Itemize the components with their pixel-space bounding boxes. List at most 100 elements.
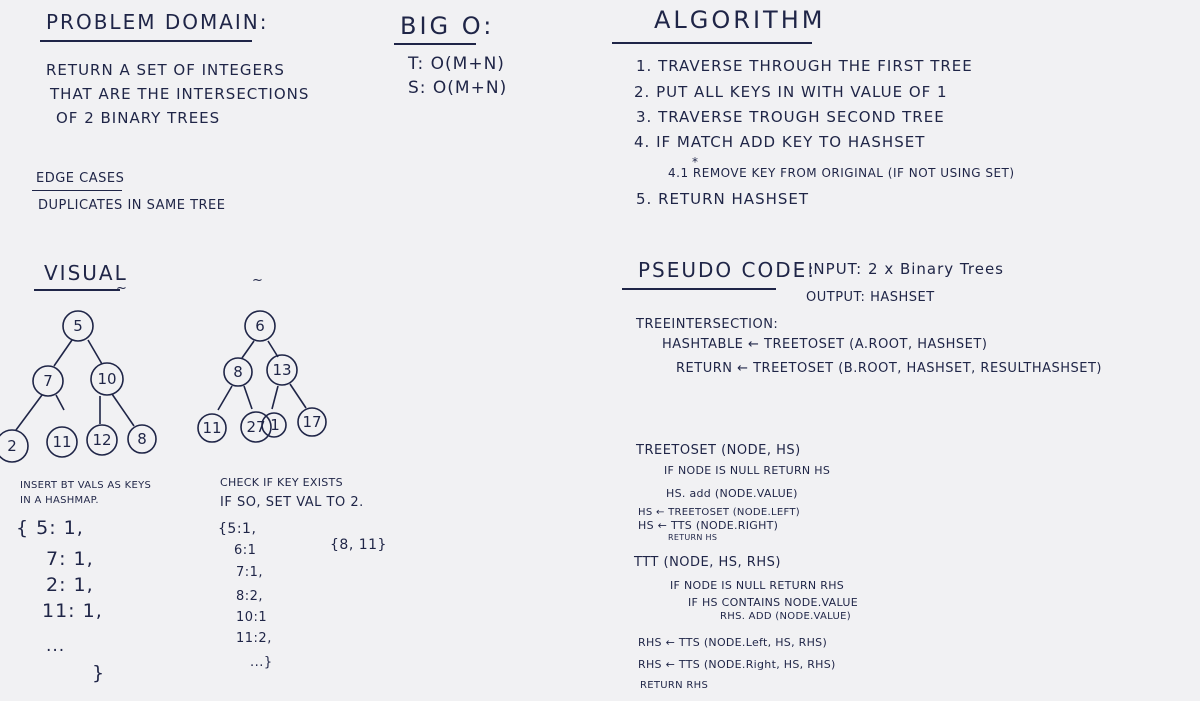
algorithm-heading: ALGORITHM <box>654 6 826 34</box>
pseudo-code-underline <box>622 288 776 290</box>
tree-b-node: 1 <box>261 412 287 438</box>
algorithm-step-4-1-mark: * <box>692 155 699 169</box>
algorithm-step-1: 1. TRAVERSE THROUGH THE FIRST TREE <box>636 57 973 75</box>
map-b-caption-1: CHECK IF KEY EXISTS <box>220 476 343 489</box>
tree-a-edge <box>111 393 135 427</box>
tree-b-edge <box>289 383 307 409</box>
tts-line: RHS. ADD (NODE.VALUE) <box>720 611 851 622</box>
tts-line: RHS ← TTS (NODE.Right, HS, RHS) <box>638 658 836 671</box>
tree-b-edge <box>217 385 233 411</box>
tree-b-mark: ~ <box>252 273 264 288</box>
binary-trees-diagram: 5 7 10 2 11 12 8 6 8 13 11 27 1 17 <box>0 310 327 463</box>
algorithm-step-4: 4. IF MATCH ADD KEY TO HASHSET <box>634 133 926 151</box>
tree-a-node-label: 8 <box>137 430 147 448</box>
tree-a-mark: ~ <box>116 281 128 296</box>
tree-b-node-label: 11 <box>202 419 221 437</box>
edge-cases-text: DUPLICATES IN SAME TREE <box>38 198 226 213</box>
tree-b-node: 8 <box>223 357 253 387</box>
tree-b-node-label: 6 <box>255 317 265 335</box>
tree-a-node-label: 7 <box>43 372 53 390</box>
problem-line-1: RETURN A SET OF INTEGERS <box>46 61 285 79</box>
map-b-caption-2: IF SO, SET VAL TO 2. <box>220 495 364 510</box>
tree-a-node: 10 <box>90 362 124 396</box>
tree-a-node: 12 <box>86 424 118 456</box>
big-o-time: T: O(M+N) <box>408 54 505 74</box>
map-b-entry: 8:2, <box>236 589 264 604</box>
big-o-heading: BIG O: <box>400 12 495 40</box>
tree-to-set-line: HS. add (NODE.VALUE) <box>666 487 798 500</box>
algorithm-step-2: 2. PUT ALL KEYS IN WITH VALUE OF 1 <box>634 83 948 101</box>
tree-b-node-label: 13 <box>272 361 291 379</box>
map-a-entry: 7: 1, <box>46 548 94 570</box>
tree-a-node: 2 <box>0 429 29 463</box>
tree-b-node: 6 <box>244 310 276 342</box>
tree-a-edge <box>15 394 43 431</box>
map-b-entry: 7:1, <box>236 565 264 580</box>
map-a-caption-1: INSERT BT VALS AS KEYS <box>20 480 152 491</box>
tree-a-node-label: 10 <box>97 370 116 388</box>
tree-a-node-label: 11 <box>52 433 71 451</box>
map-b-entry: 10:1 <box>236 610 268 625</box>
tree-intersection-line: HASHTABLE ← TREETOSET (A.ROOT, HASHSET) <box>662 337 988 352</box>
tree-to-set-line: RETURN HS <box>668 533 718 542</box>
algorithm-step-3: 3. TRAVERSE TROUGH SECOND TREE <box>636 108 945 126</box>
tts-line: IF NODE IS NULL RETURN RHS <box>670 579 845 592</box>
map-a-entry: } <box>92 662 106 684</box>
tree-intersection-line: TREEINTERSECTION: <box>636 317 779 332</box>
tree-to-set-line: HS ← TTS (NODE.RIGHT) <box>638 519 779 532</box>
tree-b-node-label: 17 <box>302 413 321 431</box>
map-a-entry: 11: 1, <box>42 600 103 622</box>
tree-b-node: 13 <box>266 354 298 386</box>
map-b-entry: 11:2, <box>236 631 272 646</box>
big-o-space: S: O(M+N) <box>408 78 508 98</box>
tree-b-node: 17 <box>297 407 327 437</box>
tree-a-edge <box>87 339 103 365</box>
tree-b-node-label: 8 <box>233 363 243 381</box>
map-a-caption-2: IN A HASHMAP. <box>20 495 99 506</box>
tree-b-node: 11 <box>197 413 227 443</box>
problem-domain-heading: PROBLEM DOMAIN: <box>46 10 269 34</box>
tts-line: TTT (NODE, HS, RHS) <box>634 555 781 570</box>
map-a-entry: 2: 1, <box>46 574 94 596</box>
tree-intersection-line: RETURN ← TREETOSET (B.ROOT, HASHSET, RES… <box>676 361 1103 376</box>
tree-b-edge <box>271 385 279 410</box>
tree-b-edge <box>267 340 279 358</box>
map-a-entry: ... <box>46 636 66 656</box>
algorithm-step-4-1: 4.1 REMOVE KEY FROM ORIGINAL (IF NOT USI… <box>668 166 1015 180</box>
map-b-entry: {5:1, <box>218 521 257 537</box>
tree-to-set-line: HS ← TREETOSET (NODE.LEFT) <box>638 507 800 518</box>
big-o-underline <box>394 43 476 45</box>
tree-b-node-label: 1 <box>270 416 280 434</box>
edge-cases-underline <box>32 190 122 191</box>
tree-a-edge <box>55 394 65 411</box>
tree-b-node-label: 27 <box>246 418 265 436</box>
tree-a-node-label: 5 <box>73 317 83 335</box>
algorithm-underline <box>612 42 812 44</box>
tts-line: IF HS CONTAINS NODE.VALUE <box>688 596 858 609</box>
tree-to-set-line: TREETOSET (NODE, HS) <box>636 443 801 458</box>
problem-line-3: OF 2 BINARY TREES <box>56 109 221 127</box>
tts-line: RETURN RHS <box>640 680 709 691</box>
tts-line: RHS ← TTS (NODE.Left, HS, RHS) <box>638 636 828 649</box>
tree-to-set-line: IF NODE IS NULL RETURN HS <box>664 464 831 477</box>
tree-a-node: 7 <box>32 365 64 397</box>
problem-domain-underline <box>40 40 252 42</box>
pseudo-output: OUTPUT: HASHSET <box>806 290 935 305</box>
map-b-entry: 6:1 <box>234 543 257 558</box>
tree-a-node-label: 2 <box>7 437 17 455</box>
algorithm-step-5: 5. RETURN HASHSET <box>636 190 810 208</box>
tree-b-edge <box>241 340 255 359</box>
problem-line-2: THAT ARE THE INTERSECTIONS <box>50 85 310 103</box>
visual-underline <box>34 289 120 291</box>
tree-b-edge <box>243 385 253 410</box>
map-b-entry: ...} <box>250 655 273 670</box>
tree-a-node: 11 <box>46 426 78 458</box>
tree-a-edge <box>53 339 73 367</box>
pseudo-input: INPUT: 2 x Binary Trees <box>808 260 1004 278</box>
map-a-entry: { 5: 1, <box>16 517 84 539</box>
tree-a-node-label: 12 <box>92 431 111 449</box>
tree-a-node: 5 <box>62 310 94 342</box>
visual-heading: VISUAL <box>44 261 128 285</box>
tree-a-node: 8 <box>127 424 157 454</box>
intersection-result: {8, 11} <box>330 537 387 553</box>
